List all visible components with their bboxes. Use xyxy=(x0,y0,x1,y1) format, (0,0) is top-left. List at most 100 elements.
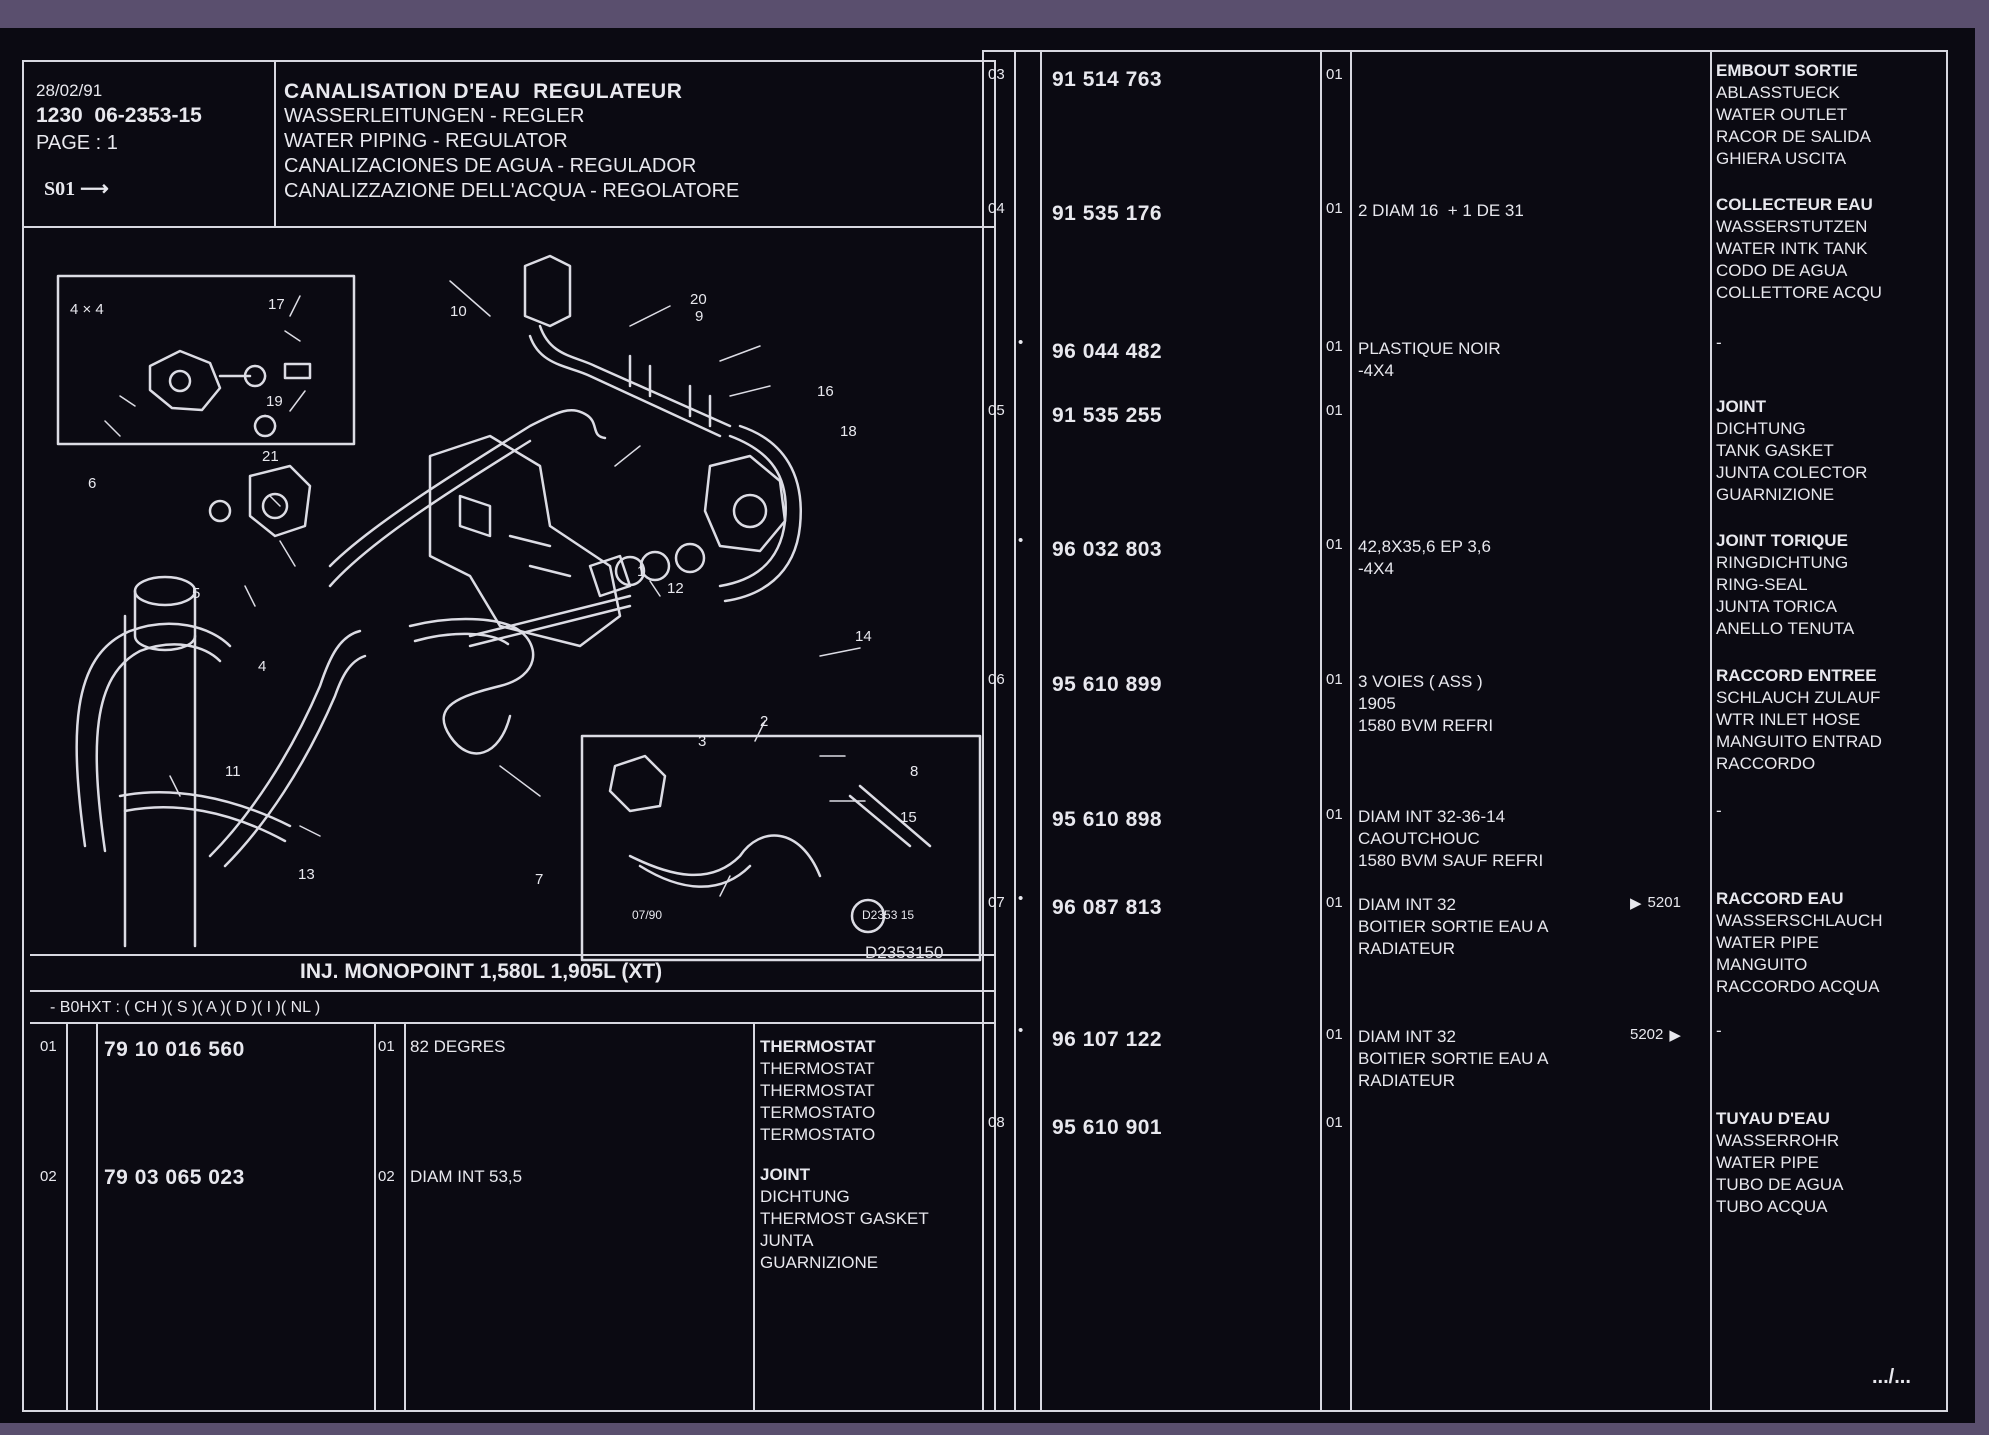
hose-11 xyxy=(118,791,292,843)
name-es: JUNTA xyxy=(760,1231,814,1250)
right-desc-line: DIAM INT 32-36-14 xyxy=(1358,807,1506,826)
inset-4x4-frame xyxy=(56,274,356,446)
left-qty-01: 01 xyxy=(378,1038,395,1055)
callout-19: 19 xyxy=(266,393,283,410)
left-col-qty xyxy=(374,1022,376,1410)
right-name-line: - xyxy=(1716,1021,1722,1040)
left-part-01: 79 10 016 560 xyxy=(104,1038,245,1061)
callout-18: 18 xyxy=(840,423,857,440)
right-name-line: RING-SEAL xyxy=(1716,575,1808,594)
right-name-line: COLLECTEUR EAU xyxy=(1716,195,1873,214)
name-es: TERMOSTATO xyxy=(760,1103,876,1122)
left-qty-02: 02 xyxy=(378,1168,395,1185)
table-top-rule xyxy=(30,1022,996,1024)
right-name-line: WASSERSTUTZEN xyxy=(1716,217,1868,236)
right-col-names xyxy=(1710,50,1712,1412)
header-divider xyxy=(274,60,276,228)
right-name-line: RACCORD EAU xyxy=(1716,889,1844,908)
right-name-line: RACCORDO xyxy=(1716,754,1816,773)
right-desc-line: RADIATEUR xyxy=(1358,1071,1455,1090)
right-name-line: TUBO DE AGUA xyxy=(1716,1175,1844,1194)
bullet-dot: • xyxy=(1018,890,1024,907)
right-name-line: MANGUITO xyxy=(1716,955,1808,974)
inset-ref: D2353 15 xyxy=(862,908,914,922)
bullet-dot: • xyxy=(1018,532,1024,549)
part-21 xyxy=(253,414,277,438)
triangle-right-icon: ▶ xyxy=(1630,895,1642,912)
title-es: CANALIZACIONES DE AGUA - REGULADOR xyxy=(284,155,697,177)
right-desc-line: DIAM INT 32 xyxy=(1358,1027,1456,1046)
right-name-line: MANGUITO ENTRAD xyxy=(1716,732,1882,751)
right-part-number: 95 610 899 xyxy=(1052,673,1163,696)
bullet-dot: • xyxy=(1018,334,1024,351)
right-name-line: WASSERROHR xyxy=(1716,1131,1840,1150)
right-desc-line: 3 VOIES ( ASS ) xyxy=(1358,672,1483,691)
thermostat-housing xyxy=(248,464,312,538)
right-desc-line: RADIATEUR xyxy=(1358,939,1455,958)
name-de: THERMOSTAT xyxy=(760,1059,875,1078)
right-desc-line: CAOUTCHOUC xyxy=(1358,829,1480,848)
right-part-number: 91 514 763 xyxy=(1052,68,1163,91)
right-item: 08 xyxy=(988,1114,1005,1131)
name-en: THERMOST GASKET xyxy=(760,1209,929,1228)
right-name-line: SCHLAUCH ZULAUF xyxy=(1716,688,1881,707)
callout-5: 5 xyxy=(192,585,200,602)
ref-number: 5201 xyxy=(1647,894,1681,911)
sheet-code: S01 xyxy=(44,178,76,200)
right-name-line: DICHTUNG xyxy=(1716,419,1806,438)
inset-date: 07/90 xyxy=(632,908,662,922)
left-item-01: 01 xyxy=(40,1038,57,1055)
name-it: TERMOSTATO xyxy=(760,1125,876,1144)
right-col-qty xyxy=(1320,50,1322,1412)
callout-9: 9 xyxy=(695,308,703,325)
inset-label: 4 × 4 xyxy=(70,301,104,318)
continued-marker: .../... xyxy=(1872,1366,1911,1388)
header-bottom-rule xyxy=(22,226,996,228)
right-name-line: WATER PIPE xyxy=(1716,933,1819,952)
right-name-line: JOINT TORIQUE xyxy=(1716,531,1848,550)
title-it: CANALIZZAZIONE DELL'ACQUA - REGOLATORE xyxy=(284,180,740,202)
hose-6 xyxy=(75,622,232,853)
right-qty: 01 xyxy=(1326,536,1343,553)
left-names-01: THERMOSTAT THERMOSTAT THERMOSTAT TERMOST… xyxy=(760,1036,876,1146)
right-item: 05 xyxy=(988,402,1005,419)
right-desc-line: 2 DIAM 16 + 1 DE 31 xyxy=(1358,201,1524,220)
bullet-dot: • xyxy=(1018,1022,1024,1039)
callout-3: 3 xyxy=(698,733,706,750)
title-fr: CANALISATION D'EAU REGULATEUR xyxy=(284,80,683,103)
callout-17: 17 xyxy=(268,296,285,313)
right-panel-frame xyxy=(982,50,1948,1412)
right-ref: ▶ 5201 xyxy=(1630,894,1681,912)
exploded-diagram: 4 × 4 1 2 3 4 5 6 7 8 9 10 11 12 13 14 1… xyxy=(56,254,982,962)
right-desc-line: -4X4 xyxy=(1358,361,1394,380)
left-item-02: 02 xyxy=(40,1168,57,1185)
outlet-3 xyxy=(588,554,632,598)
callout-21: 21 xyxy=(262,448,279,465)
right-desc-line: PLASTIQUE NOIR xyxy=(1358,339,1501,358)
catalog-sheet: 28/02/91 1230 06-2353-15 PAGE : 1 S01 ⟶ … xyxy=(0,28,1975,1423)
right-qty: 01 xyxy=(1326,1114,1343,1131)
right-name-line: JUNTA TORICA xyxy=(1716,597,1837,616)
right-name-line: EMBOUT SORTIE xyxy=(1716,61,1858,80)
inset-07-90-frame xyxy=(580,734,982,962)
right-desc-line: 42,8X35,6 EP 3,6 xyxy=(1358,537,1491,556)
hose-10 xyxy=(328,409,607,588)
variant-codes: - B0HXT : ( CH )( S )( A )( D )( I )( NL… xyxy=(50,999,321,1016)
right-desc-line: 1580 BVM SAUF REFRI xyxy=(1358,851,1544,870)
left-desc-02: DIAM INT 53,5 xyxy=(410,1167,523,1186)
right-name-line: WATER OUTLET xyxy=(1716,105,1848,124)
right-qty: 01 xyxy=(1326,894,1343,911)
left-col-part xyxy=(96,1022,98,1410)
left-names-02: JOINT DICHTUNG THERMOST GASKET JUNTA GUA… xyxy=(760,1164,929,1274)
name-it: GUARNIZIONE xyxy=(760,1253,879,1272)
right-item: 04 xyxy=(988,200,1005,217)
hose-15 xyxy=(628,834,822,888)
right-name-line: COLLETTORE ACQU xyxy=(1716,283,1882,302)
right-part-number: 91 535 176 xyxy=(1052,202,1163,225)
right-name-line: RACCORDO ACQUA xyxy=(1716,977,1880,996)
right-desc-line: -4X4 xyxy=(1358,559,1394,578)
callout-2: 2 xyxy=(760,713,768,730)
header-date: 28/02/91 xyxy=(36,81,103,100)
right-qty: 01 xyxy=(1326,402,1343,419)
header-page: PAGE : 1 xyxy=(36,132,118,154)
